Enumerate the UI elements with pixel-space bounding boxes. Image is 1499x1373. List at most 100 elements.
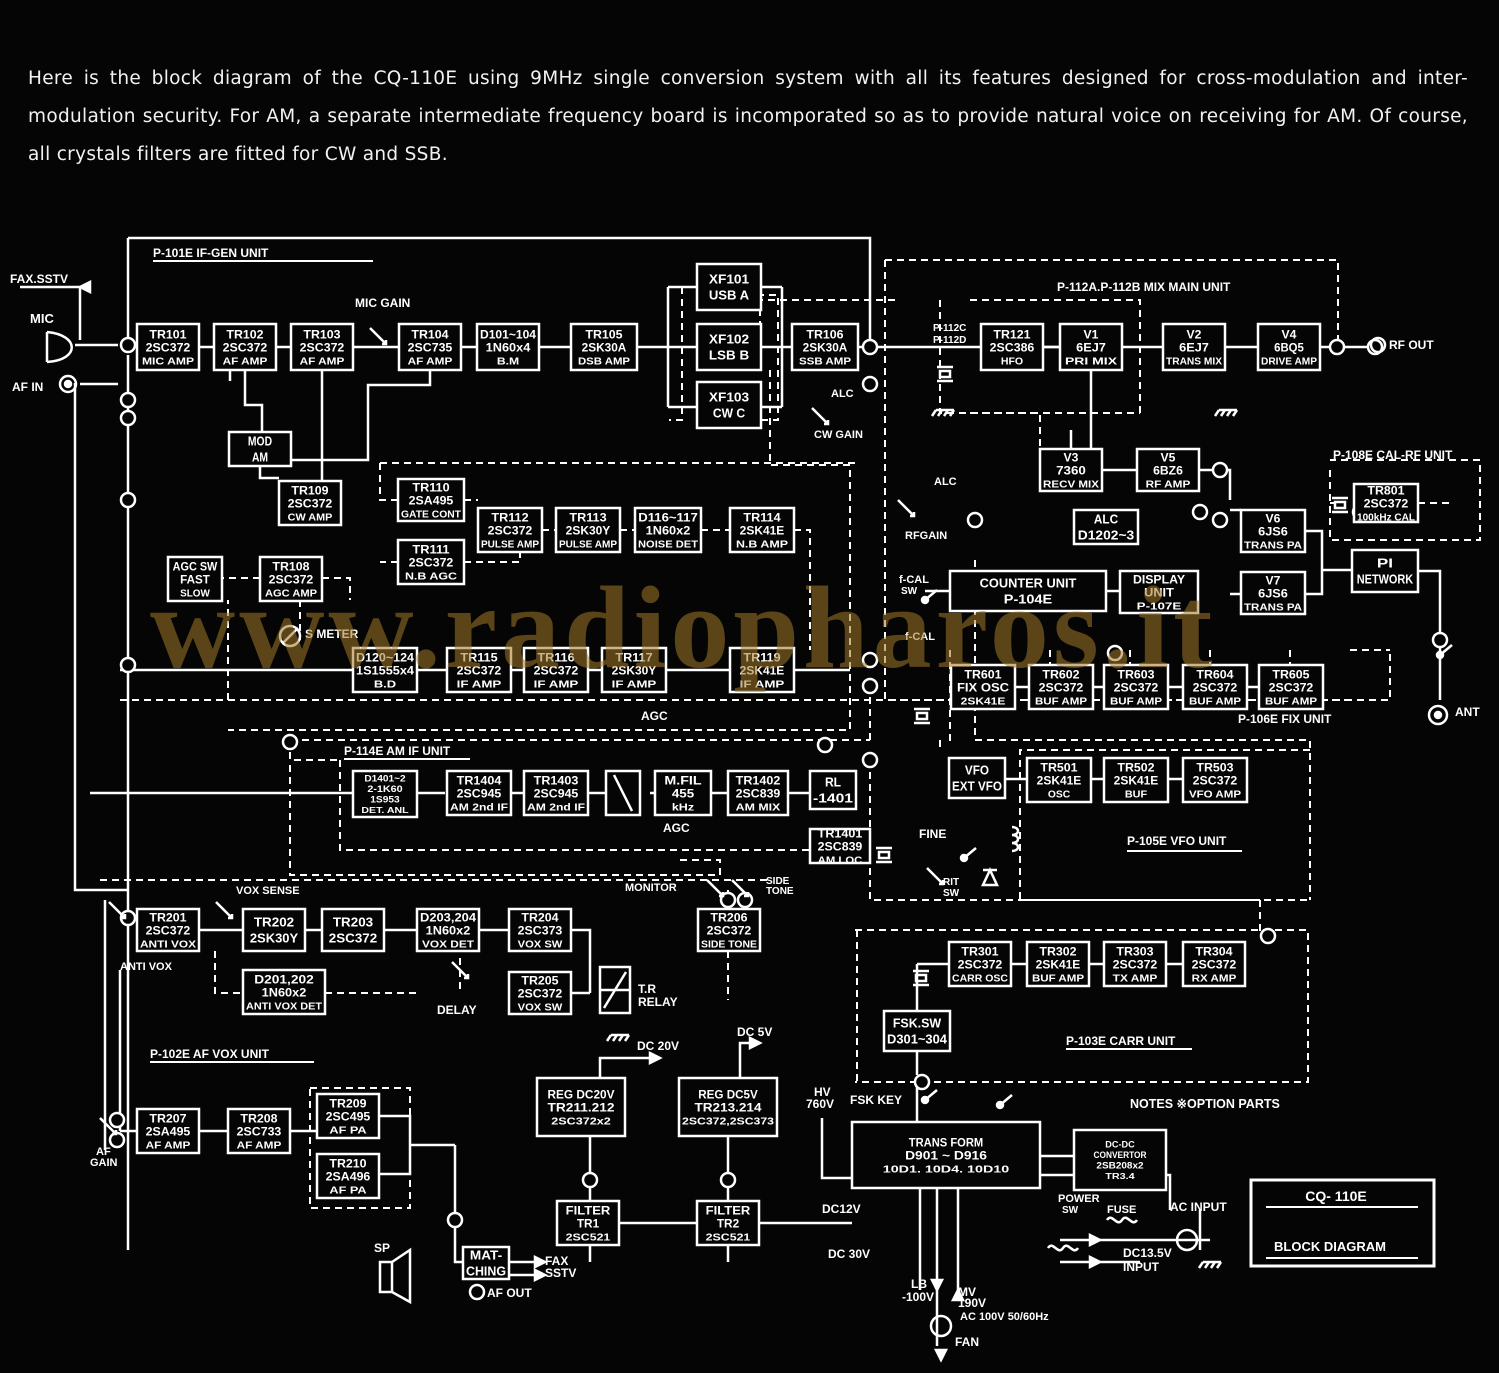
potentiometer-icon-8 (706, 879, 725, 898)
block-tr114-line: N.B AMP (736, 538, 788, 550)
block-tr304-line: RX AMP (1192, 972, 1237, 984)
block-d120-line: D120~124 (356, 650, 414, 664)
control-wire-45 (214, 951, 243, 994)
potentiometer-icon-9 (215, 901, 234, 920)
block-tr208-line: TR208 (240, 1111, 278, 1125)
block-tr106-line: 2SK30A (803, 340, 848, 354)
block-tr603-line: TR603 (1117, 667, 1155, 681)
block-counter-line: P-104E (1004, 592, 1053, 607)
block-tr112-line: PULSE AMP (481, 538, 539, 550)
af-in-jack-icon (58, 374, 78, 394)
potentiometer-icon-2 (897, 499, 916, 518)
label-rfout: RF OUT (1389, 338, 1434, 352)
label-fax2: FAX (545, 1254, 568, 1268)
block-tr208-line: 2SC733 (237, 1124, 282, 1138)
control-wire-10 (794, 529, 811, 650)
block-reg20-line: TR211.212 (548, 1100, 615, 1114)
control-wire-11 (464, 552, 521, 563)
block-tr116-line: IF AMP (534, 678, 579, 690)
block-tr102-line: TR102 (226, 327, 264, 341)
block-v4-line: DRIVE AMP (1261, 355, 1317, 367)
block-tr201-line: TR201 (149, 910, 187, 924)
label-ritsw: SW (943, 888, 960, 899)
block-tr105-line: DSB AMP (578, 355, 630, 367)
label-fuse: FUSE (1107, 1204, 1136, 1216)
connector-28 (1106, 644, 1124, 662)
arrow-icon-1 (1088, 1232, 1103, 1248)
block-fsksw-line: D301~304 (887, 1032, 948, 1047)
label-relay: RELAY (638, 995, 678, 1009)
block-tr206-line: SIDE TONE (701, 938, 757, 950)
ground-icon-2 (1197, 1260, 1223, 1269)
control-wire-44 (309, 1087, 411, 1209)
label-monitor: MONITOR (625, 882, 677, 894)
ant-jack-center (1433, 710, 1443, 720)
block-tr1403-line: AM 2nd IF (527, 801, 586, 813)
block-tr113-line: 2SK30Y (566, 523, 611, 537)
connector-4 (119, 656, 137, 674)
block-mfil-line: kHz (672, 801, 694, 813)
block-tr605-line: TR605 (1272, 667, 1310, 681)
label-cwgain: CW GAIN (814, 429, 863, 441)
label-agc1: AGC (641, 709, 668, 723)
block-tr204-line: TR204 (521, 910, 559, 924)
block-tr210-line: TR210 (329, 1156, 367, 1170)
block-d201-line: D201,202 (254, 972, 314, 986)
block-dcdc-line: TR3.4 (1105, 1172, 1135, 1181)
connector-8 (861, 677, 879, 695)
block-tr114-line: TR114 (743, 510, 781, 524)
block-tr108-line: 2SC372 (269, 572, 314, 586)
block-tr205-line: TR205 (521, 973, 559, 987)
wire-26 (320, 370, 341, 494)
label-p112d: P-112D (933, 335, 966, 346)
block-filter1-line: 2SC521 (566, 1231, 611, 1243)
label-voxsense: VOX SENSE (236, 885, 300, 897)
block-tr304-line: TR304 (1195, 944, 1233, 958)
block-xf103-line: CW C (713, 406, 746, 421)
block-tr113-line: PULSE AMP (559, 538, 617, 550)
diagram-title: CQ- 110E (1305, 1188, 1366, 1204)
control-wire-42 (855, 929, 1309, 1083)
block-tr1403-line: TR1403 (534, 773, 579, 787)
label-dc5v: DC 5V (737, 1025, 772, 1039)
block-d101-line: 1N60x4 (486, 340, 531, 354)
block-tr112-line: TR112 (491, 510, 529, 524)
label-fine: FINE (919, 827, 946, 841)
block-tr111-line: 2SC372 (409, 555, 454, 569)
control-wire-5 (379, 463, 398, 501)
connector-30 (1191, 503, 1209, 521)
block-tr302-line: BUF AMP (1032, 972, 1084, 984)
block-tr502-line: 2SK41E (1114, 773, 1159, 787)
block-mfil-line: 455 (672, 786, 695, 800)
wire-27 (279, 370, 432, 462)
potentiometer-icon-4 (108, 901, 127, 920)
unit-label-am_if: P-114E AM IF UNIT (344, 744, 451, 758)
block-tr108-line: AGC AMP (265, 587, 317, 599)
block-tr209-line: 2SC495 (326, 1109, 371, 1123)
block-tr502-line: TR502 (1117, 760, 1155, 774)
arrow-icon-0 (77, 279, 92, 295)
block-tr108-line: TR108 (272, 559, 310, 573)
microphone-icon (45, 330, 73, 364)
block-v7-line: TRANS PA (1244, 601, 1302, 613)
block-tr501-line: TR501 (1040, 760, 1078, 774)
label-rfgain: RFGAIN (905, 530, 947, 542)
